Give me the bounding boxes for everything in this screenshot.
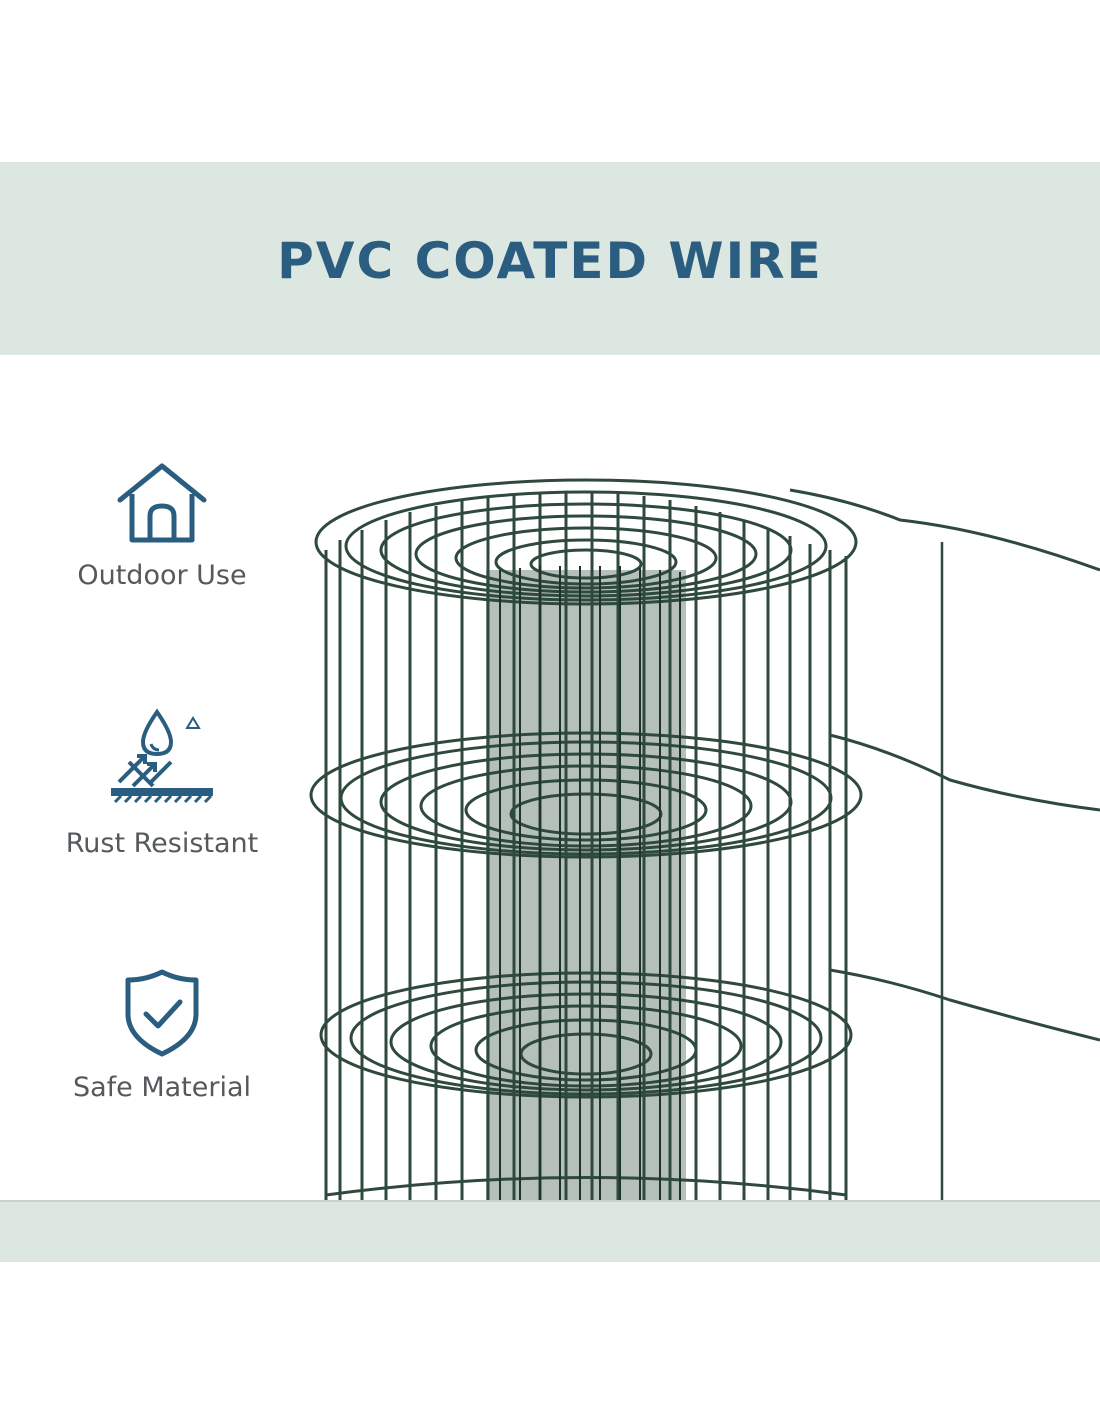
feature-label-safe-material: Safe Material <box>72 1072 252 1103</box>
shield-check-icon <box>125 969 199 1057</box>
feature-label-outdoor-use: Outdoor Use <box>77 560 247 591</box>
house-icon <box>117 463 207 543</box>
feature-label-rust-resistant: Rust Resistant <box>65 828 259 859</box>
title-banner: PVC COATED WIRE <box>0 162 1100 355</box>
floor-band <box>0 1200 1100 1262</box>
feature-outdoor-use: Outdoor Use <box>52 460 272 591</box>
feature-safe-material: Safe Material <box>52 968 272 1103</box>
rust-resistant-icon <box>111 708 213 804</box>
feature-rust-resistant: Rust Resistant <box>52 706 272 859</box>
product-stage <box>0 355 1100 1202</box>
wire-mesh-roll-image <box>309 478 1100 1200</box>
banner-title: PVC COATED WIRE <box>277 231 823 290</box>
